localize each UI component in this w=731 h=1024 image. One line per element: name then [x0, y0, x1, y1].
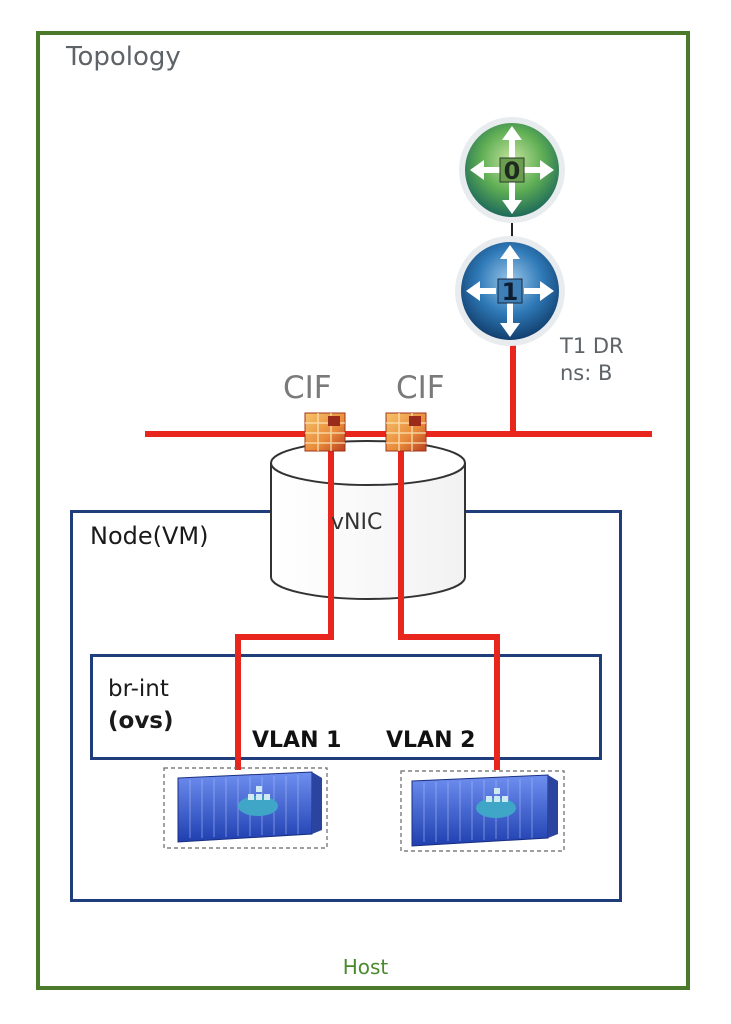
vnic-cylinder: [270, 440, 466, 600]
vlan2-label: VLAN 2: [386, 728, 476, 753]
cif-firewall-icon-1: [304, 412, 346, 452]
br-int-frame: [90, 654, 602, 760]
ovs-label: (ovs): [108, 708, 174, 734]
cif-label-2: CIF: [396, 370, 445, 406]
container-icon-2: [400, 770, 565, 852]
node-vm-label: Node(VM): [90, 522, 209, 550]
br-int-label: br-int: [108, 676, 169, 702]
t1-namespace-label: ns: B: [560, 361, 613, 385]
vlan2-link: [398, 448, 500, 770]
cif-label-1: CIF: [283, 370, 332, 406]
tier0-router-icon: [459, 117, 565, 223]
t1-dr-label: T1 DR: [560, 334, 624, 358]
network-links: [145, 343, 652, 770]
cif-firewall-icon-2: [385, 412, 427, 452]
tier1-router-icon: [455, 236, 565, 346]
vlan1-label: VLAN 1: [252, 728, 342, 753]
vlan1-link: [235, 448, 334, 770]
vnic-label: vNIC: [331, 510, 383, 535]
tier1-router-label: 1: [502, 278, 519, 306]
host-frame: [36, 31, 690, 990]
host-label: Host: [342, 955, 389, 979]
diagram-title: Topology: [66, 42, 181, 72]
tier0-router-label: 0: [504, 157, 521, 185]
container-icon-1: [163, 767, 328, 849]
